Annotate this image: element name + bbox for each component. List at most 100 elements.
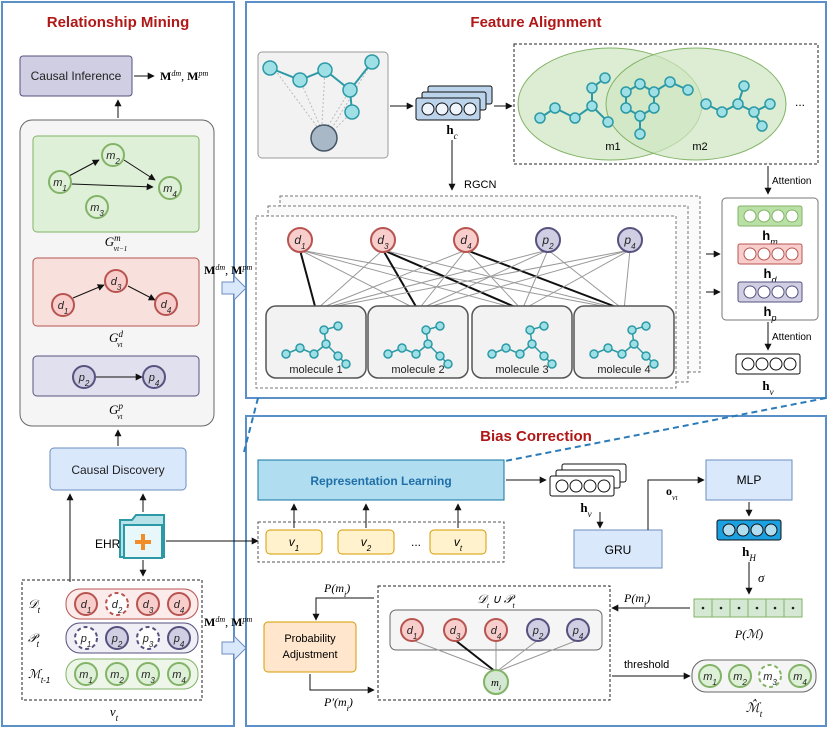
molecule-graph <box>262 54 380 152</box>
bias-correction-title: Bias Correction <box>480 428 592 445</box>
node-d1 <box>74 592 98 616</box>
node-m4 <box>167 662 191 686</box>
edge-2-3 <box>465 249 625 311</box>
relationship-mining-panel <box>1 1 235 727</box>
gru-to-mlp-arrow <box>647 476 705 530</box>
edge-0-3 <box>299 249 625 311</box>
node-d1 <box>51 293 75 317</box>
node-p1 <box>74 626 98 650</box>
p-mi-left-label: P(mi) <box>323 581 350 599</box>
h-v-stack <box>549 463 627 497</box>
zoom-line-right <box>499 397 827 463</box>
node-label-d4: d4 <box>460 233 472 251</box>
node-label-d3: d3 <box>111 276 122 292</box>
svg-text:Mdm, Mpm: Mdm, Mpm <box>204 263 252 278</box>
node-m2 <box>101 143 125 167</box>
attention-label-top: Attention <box>772 176 811 187</box>
edge-3-3 <box>547 249 625 311</box>
adj-to-union-arrow <box>309 674 375 694</box>
relationship-mining-title: Relationship Mining <box>47 14 190 31</box>
visit-row-label-0: 𝒟t <box>28 597 41 615</box>
ehr-folder-icon <box>119 514 165 559</box>
edge-1-2 <box>382 249 523 311</box>
representation-learning-label: Representation Learning <box>310 474 451 488</box>
edge-4-1 <box>417 249 631 311</box>
bipartite-edges <box>299 249 631 311</box>
node-p2 <box>105 626 129 650</box>
node-m2 <box>728 664 752 688</box>
edge-d1-d3 <box>72 284 105 299</box>
node-m3 <box>85 195 109 219</box>
mlp-box <box>705 459 793 501</box>
edge-0-0 <box>299 249 317 311</box>
node-p2 <box>535 227 561 253</box>
probability-adjustment-box <box>263 621 357 673</box>
node-p3 <box>136 626 160 650</box>
graph-p-box <box>32 355 200 397</box>
node-p4 <box>167 626 191 650</box>
union-edges <box>411 639 579 673</box>
p-prime-label: P′(mi) <box>323 695 353 713</box>
mi-node <box>483 669 509 695</box>
node-p2 <box>72 365 96 389</box>
ehr-label: EHR <box>95 537 121 551</box>
node-label-d4: d4 <box>161 299 172 315</box>
visit-row-label-1: 𝒫t <box>28 631 40 649</box>
cluster-m2 <box>605 47 787 161</box>
union-edge-0 <box>411 639 497 673</box>
node-label-d1: d1 <box>58 300 69 316</box>
gru-label: GRU <box>605 543 632 557</box>
node-d3 <box>443 618 467 642</box>
cluster-m1-label: m1 <box>605 141 620 153</box>
node-p4 <box>617 227 643 253</box>
edge-2-2 <box>465 249 523 311</box>
h-v-label: hv <box>762 378 773 397</box>
molecule-icon-1 <box>281 321 351 369</box>
rgcn-label: RGCN <box>464 179 496 191</box>
visit-box-3 <box>429 529 487 555</box>
graph-d-nodes: d1 d3 d4 <box>51 269 178 317</box>
node-m1 <box>74 662 98 686</box>
result-box <box>691 659 817 693</box>
union-to-adj-arrow <box>312 597 374 621</box>
edge-m2-m4 <box>123 159 156 181</box>
cluster-ellipsis: ... <box>795 95 805 109</box>
causal-discovery-box <box>49 447 187 491</box>
visit-row-2 <box>65 658 199 690</box>
visit-ellipsis: ... <box>411 535 421 549</box>
p-M-label: P(ℳ) <box>734 627 763 641</box>
molecule-graph-box <box>257 51 389 159</box>
prob-adj-line2: Adjustment <box>282 649 337 661</box>
visit-record-box <box>21 579 203 701</box>
visit-label-3: vt <box>454 535 463 553</box>
node-d4 <box>453 227 479 253</box>
mlp-label: MLP <box>737 473 762 487</box>
edge-1-0 <box>315 249 384 311</box>
node-d2 <box>105 592 129 616</box>
molecule-icon-3 <box>487 321 557 369</box>
visit-sequence-box <box>257 521 505 563</box>
node-d3 <box>104 269 128 293</box>
edge-4-3 <box>623 249 631 311</box>
edge-3-1 <box>417 249 549 311</box>
h-H-label: hH <box>742 544 756 563</box>
edge-m1-m4 <box>71 183 154 191</box>
node-label-d4: d4 <box>174 599 185 615</box>
visit-row-label-2: ℳt-1 <box>28 667 50 685</box>
edge-d3-d4 <box>127 285 156 301</box>
node-m4 <box>788 664 812 688</box>
edge-m1-m2 <box>68 159 100 177</box>
node-label-p1: p1 <box>80 633 92 649</box>
node-p2 <box>526 618 550 642</box>
edge-2-0 <box>315 249 467 311</box>
mdm-mpm-bottom: Mdm, Mpm <box>204 615 252 630</box>
molecule-label-3: molecule 3 <box>495 364 548 376</box>
